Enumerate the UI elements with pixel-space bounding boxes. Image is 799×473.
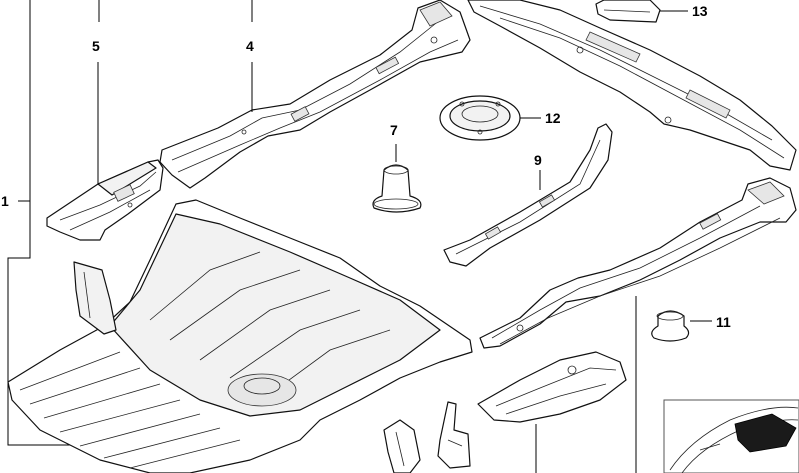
callout-11: 11 [716,314,731,330]
callout-7: 7 [390,122,398,138]
part-9-strut [443,123,613,267]
callout-12: 12 [545,110,561,126]
small-bracket-right [437,401,471,469]
callout-13: 13 [692,3,708,19]
callout-1-bracket [7,0,92,446]
callout-9: 9 [534,152,542,168]
side-member-lower [479,177,797,349]
heat-shield-panel [477,351,627,423]
vehicle-locator-thumbnail [663,399,799,473]
part-11-clip [651,310,690,342]
part-7-grommet [372,164,422,213]
side-member-upper [467,0,797,171]
callout-4: 4 [246,38,254,54]
part-5-bracket [46,159,164,241]
part-12-cover [439,95,521,141]
part-4-rail [159,0,471,189]
small-bracket-left [383,419,421,473]
callout-1: 1 [1,193,9,209]
callout-5: 5 [92,38,100,54]
part-13-bracket [595,0,661,23]
part-1-floor-pan [7,199,473,473]
